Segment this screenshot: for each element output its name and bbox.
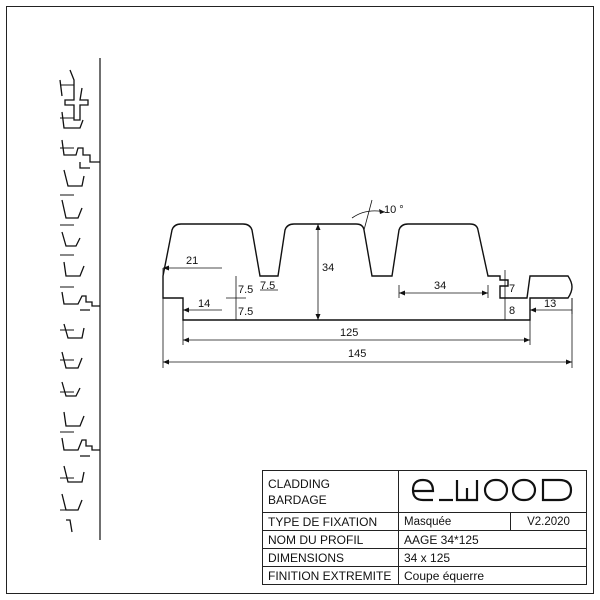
stacked-assembly-view <box>59 58 101 540</box>
title-block: CLADDING BARDAGE e_wood TYP <box>262 470 587 585</box>
dim-groove-width: 34 <box>434 280 446 292</box>
finish-value: Coupe équerre <box>398 566 587 585</box>
profile-section <box>162 223 573 321</box>
fixation-label: TYPE DE FIXATION <box>262 512 399 531</box>
dimensions-label: DIMENSIONS <box>262 548 399 567</box>
dim-tongue-left: 14 <box>198 298 210 310</box>
dim-angle: 10 ° <box>384 204 404 216</box>
dim-height: 34 <box>322 262 334 274</box>
dim-tongue-gap: 7 <box>509 283 515 295</box>
dim-small-groove: 7.5 <box>260 280 275 292</box>
dimensions-value: 34 x 125 <box>398 548 587 567</box>
ewood-logo: e_wood <box>411 478 572 502</box>
dimension-lines <box>162 199 573 368</box>
row-profile: NOM DU PROFIL AAGE 34*125 <box>262 530 587 549</box>
dim-cover-width: 125 <box>340 327 358 339</box>
bardage-label: BARDAGE <box>268 492 327 507</box>
dim-top-width: 21 <box>186 255 198 267</box>
dimension-arrows <box>163 209 572 365</box>
logo-cell: e_wood <box>398 470 587 513</box>
version: V2.2020 <box>510 512 587 531</box>
dim-total-width: 145 <box>348 348 366 360</box>
dim-tongue-height: 7.5 <box>238 284 253 296</box>
fixation-value: Masquée <box>398 512 511 531</box>
drawing-frame <box>6 6 594 594</box>
dim-right-thickness: 8 <box>509 305 515 317</box>
cladding-label: CLADDING <box>268 476 331 491</box>
dim-tongue-height-lower: 7.5 <box>238 306 253 318</box>
profile-value: AAGE 34*125 <box>398 530 587 549</box>
row-dimensions: DIMENSIONS 34 x 125 <box>262 548 587 567</box>
finish-label: FINITION EXTREMITE <box>262 566 399 585</box>
row-finish: FINITION EXTREMITE Coupe équerre <box>262 566 587 585</box>
title-block-header: CLADDING BARDAGE <box>262 470 399 513</box>
row-fixation: TYPE DE FIXATION Masquée V2.2020 <box>262 512 587 531</box>
profile-label: NOM DU PROFIL <box>262 530 399 549</box>
dim-tongue-right: 13 <box>544 298 556 310</box>
